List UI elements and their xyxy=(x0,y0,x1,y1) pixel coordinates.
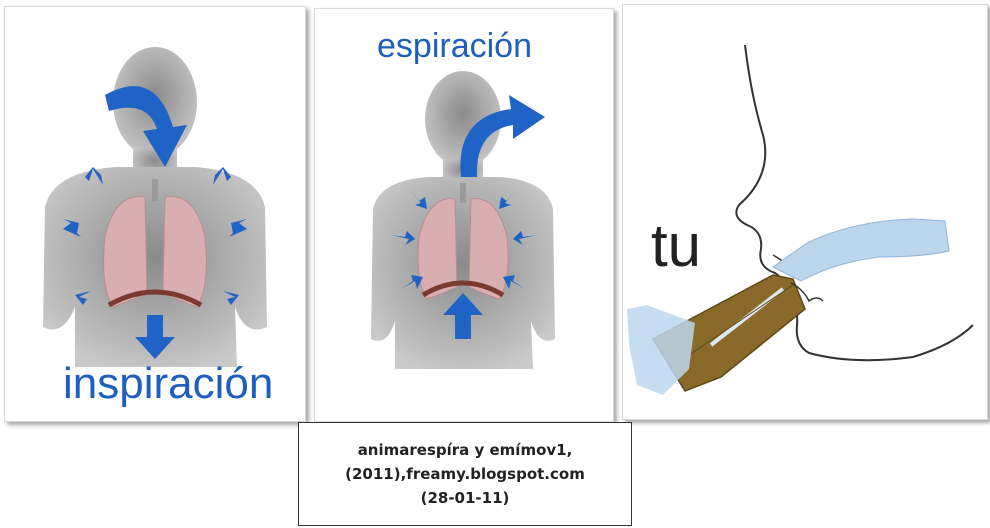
compression-arrows-icon xyxy=(391,191,537,289)
exhale-arrow-icon xyxy=(460,95,545,177)
down-arrow-icon xyxy=(135,315,175,359)
expiration-label: espiración xyxy=(377,27,532,65)
lungs xyxy=(417,183,509,300)
expiration-panel: espiración xyxy=(314,8,614,422)
expiration-illustration xyxy=(371,71,555,369)
expansion-arrows-icon xyxy=(63,167,247,305)
instrument-panel: tu xyxy=(622,4,988,420)
image-caption: animarespíra y emímov1, (2011),freamy.bl… xyxy=(298,422,632,526)
caption-text: animarespíra y emímov1, (2011),freamy.bl… xyxy=(345,441,585,507)
reed-tube xyxy=(772,218,950,282)
up-arrow-icon xyxy=(443,293,483,339)
mouthpiece-illustration xyxy=(627,44,974,395)
tu-label: tu xyxy=(651,212,702,279)
inspiration-label: inspiración xyxy=(63,359,274,408)
lungs xyxy=(103,179,207,308)
inspiration-panel: inspiración xyxy=(4,6,306,422)
inspiration-illustration xyxy=(43,47,267,367)
inhale-arrow-icon xyxy=(105,86,187,167)
face-profile xyxy=(735,44,974,362)
air-stream xyxy=(627,305,695,395)
